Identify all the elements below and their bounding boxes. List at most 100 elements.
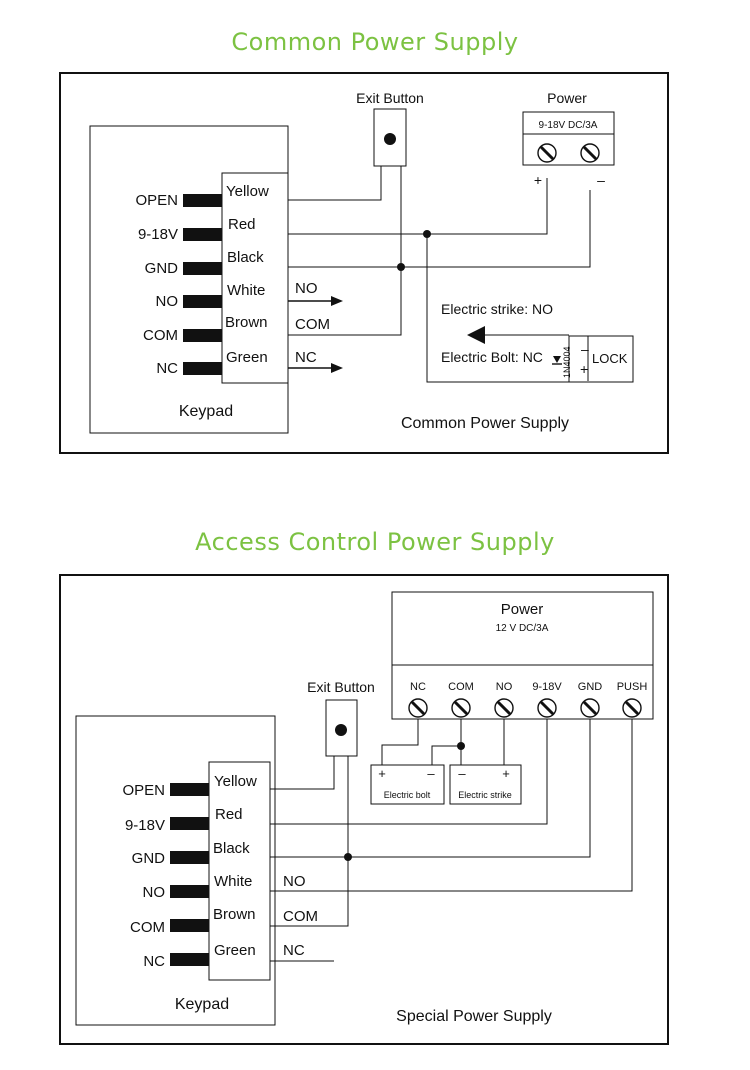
- pin-label: NC: [156, 360, 178, 377]
- wire-color-label: Yellow: [226, 183, 269, 200]
- pin-nc-bar: [183, 362, 222, 375]
- lock-label: LOCK: [592, 351, 628, 366]
- pin-label: OPEN: [135, 192, 178, 209]
- junction-dot: [457, 742, 465, 750]
- diagram1-power-minus: –: [597, 172, 605, 188]
- output-no-label: NO: [295, 280, 318, 297]
- wire-color-label: White: [227, 282, 265, 299]
- pin-label: NC: [143, 953, 165, 970]
- junction-dot: [397, 263, 405, 271]
- electric-bolt-box: [370, 764, 445, 805]
- pin-com-bar: [183, 329, 222, 342]
- output-com-label: COM: [283, 908, 318, 925]
- diagram1-power-plus: +: [534, 172, 542, 188]
- diagram2-keypad-label: Keypad: [175, 996, 229, 1013]
- yellow-wire: [270, 756, 335, 790]
- diagram2-exit-button-box: [325, 699, 358, 757]
- pin-label: COM: [143, 327, 178, 344]
- strike-plus: +: [502, 766, 510, 781]
- wire-color-label: Black: [227, 249, 264, 266]
- diagram2-power-label: Power: [501, 601, 544, 618]
- wire-color-label: Black: [213, 840, 250, 857]
- output-no-label: NO: [283, 873, 306, 890]
- black-wire: [288, 190, 591, 268]
- wire-color-label: Red: [228, 216, 256, 233]
- diagram1-power-spec: 9-18V DC/3A: [539, 120, 598, 131]
- diagram1-exit-button-label: Exit Button: [356, 90, 424, 106]
- diagram2-exit-button-label: Exit Button: [307, 679, 375, 695]
- terminal-label: PUSH: [617, 681, 648, 693]
- terminal-com-icon: [451, 698, 471, 718]
- pin-label: 9-18V: [138, 226, 178, 243]
- terminal-label: 9-18V: [532, 681, 562, 693]
- wire-color-label: Green: [226, 349, 268, 366]
- diagram1-keypad-box: [89, 125, 289, 434]
- pin-open-bar: [170, 783, 209, 796]
- diagram1-power-label: Power: [547, 90, 587, 106]
- diagram1-wire-block: [221, 172, 289, 384]
- terminal-label: COM: [448, 681, 474, 693]
- pin-no-bar: [170, 885, 209, 898]
- electric-strike-box: [449, 764, 522, 805]
- junction-dot: [423, 230, 431, 238]
- pin-no-bar: [183, 295, 222, 308]
- red-wire: [288, 178, 548, 235]
- diagram2-exit-button-icon: [335, 724, 347, 736]
- terminal-9-18v-icon: [537, 698, 557, 718]
- bolt-minus: –: [427, 766, 435, 781]
- diagram1-labels: Exit Button Power 9-18V DC/3A + – OPEN 9…: [135, 90, 627, 432]
- com-to-bolt-wire: [431, 719, 462, 765]
- terminal-no-icon: [494, 698, 514, 718]
- diagram2-power-spec: 12 V DC/3A: [496, 623, 549, 634]
- section-title-common: Common Power Supply: [231, 28, 519, 56]
- wire-color-label: Brown: [225, 314, 268, 331]
- red-wire: [270, 719, 548, 825]
- output-nc-label: NC: [295, 349, 317, 366]
- pin-nc-bar: [170, 953, 209, 966]
- bolt-label: Electric bolt: [384, 790, 431, 800]
- lock-minus: –: [581, 341, 589, 357]
- diagram-common-power-supply: [59, 72, 669, 454]
- pin-label: GND: [132, 850, 166, 867]
- terminal-label: NC: [410, 681, 426, 693]
- lock-loop-wire: [426, 234, 634, 383]
- terminal-gnd-icon: [580, 698, 600, 718]
- bolt-plus: +: [378, 766, 386, 781]
- diagram1-frame: [59, 72, 669, 454]
- wire-color-label: Red: [215, 806, 243, 823]
- section-title-access-control: Access Control Power Supply: [195, 528, 555, 556]
- pin-gnd-bar: [170, 851, 209, 864]
- diode-icon: [552, 356, 562, 365]
- pin-gnd-bar: [183, 262, 222, 275]
- wire-color-label: Yellow: [214, 773, 257, 790]
- terminal-label: GND: [578, 681, 603, 693]
- pin-label: OPEN: [122, 782, 165, 799]
- nc-to-bolt-wire: [381, 719, 419, 765]
- diagram2-frame: [59, 574, 669, 1045]
- wire-color-label: White: [214, 873, 252, 890]
- bolt-note: Electric Bolt: NC: [441, 349, 543, 365]
- brown-wire: [270, 756, 349, 927]
- pin-label: GND: [145, 260, 179, 277]
- terminal-label: NO: [496, 681, 513, 693]
- diagram2-caption: Special Power Supply: [396, 1008, 552, 1025]
- black-wire: [270, 719, 591, 858]
- terminal-nc-icon: [408, 698, 428, 718]
- strike-note: Electric strike: NO: [441, 301, 553, 317]
- pin-com-bar: [170, 919, 209, 932]
- diode-part-number: 1N4004: [562, 346, 572, 378]
- strike-label: Electric strike: [458, 790, 512, 800]
- diagram1-exit-button-box: [373, 108, 407, 167]
- lock-plus: +: [580, 361, 588, 377]
- diagram2-keypad-box: [75, 715, 276, 1026]
- pin-open-bar: [183, 194, 222, 207]
- diagram2-wire-block: [208, 761, 271, 981]
- diagram2-labels: Power 12 V DC/3A NC COM NO 9-18V GND PUS…: [122, 601, 647, 1025]
- output-nc-label: NC: [283, 942, 305, 959]
- yellow-wire: [288, 166, 382, 201]
- pin-label: NO: [143, 884, 166, 901]
- terminal-push-icon: [622, 698, 642, 718]
- pin-label: 9-18V: [125, 817, 165, 834]
- brown-wire: [288, 166, 402, 336]
